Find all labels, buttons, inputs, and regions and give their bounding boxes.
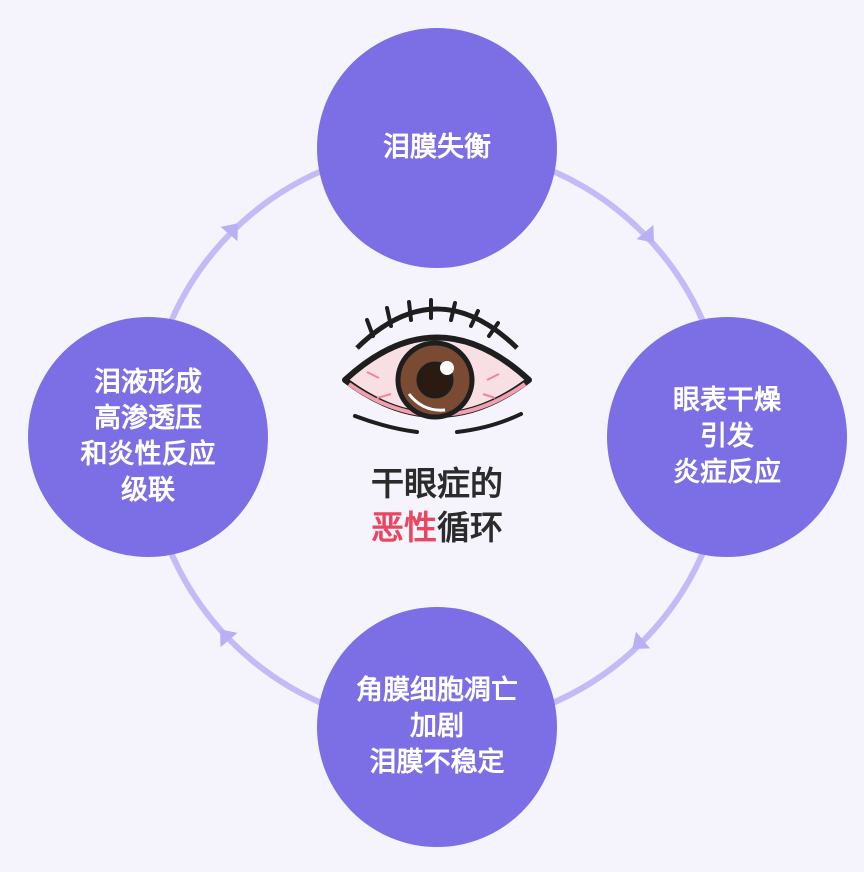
node-label: 眼表干燥	[673, 385, 781, 416]
node-label: 高渗透压	[94, 403, 202, 434]
node-label: 炎症反应	[673, 457, 781, 488]
node-hyperosmolarity: 泪液形成高渗透压和炎性反应级联	[28, 317, 268, 557]
title-highlight: 恶性	[371, 508, 437, 547]
node-ocular-surface-dryness: 眼表干燥引发炎症反应	[607, 317, 847, 557]
node-label: 泪膜失衡	[383, 132, 491, 163]
node-label: 引发	[700, 421, 754, 452]
node-label: 泪膜不稳定	[369, 747, 505, 778]
node-tear-film-imbalance: 泪膜失衡	[317, 28, 557, 268]
arrow-icon	[220, 223, 238, 242]
node-label: 泪液形成	[94, 367, 202, 398]
center-title: 干眼症的 恶性循环	[330, 462, 544, 550]
node-label: 角膜细胞凋亡	[356, 675, 518, 706]
red-eye-icon	[342, 298, 532, 434]
node-corneal-apoptosis: 角膜细胞凋亡加剧泪膜不稳定	[317, 607, 557, 847]
node-label: 加剧	[410, 711, 464, 742]
node-label: 和炎性反应	[80, 439, 216, 470]
arrow-icon	[636, 224, 654, 243]
arrow-icon	[632, 631, 651, 649]
title-line-1: 干眼症的	[371, 464, 503, 503]
title-line-2: 循环	[437, 508, 503, 547]
node-label: 级联	[121, 475, 175, 506]
arrow-icon	[220, 629, 238, 648]
